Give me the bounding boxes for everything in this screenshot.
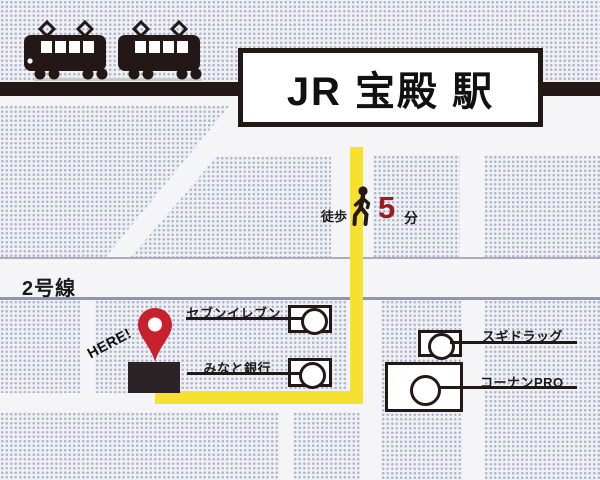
building-marker-circle — [299, 362, 326, 389]
city-block — [0, 412, 280, 480]
route2-road-label: 2号線 — [22, 278, 77, 300]
leader-line — [450, 341, 577, 344]
leader-line — [438, 386, 577, 389]
building-marker-circle — [428, 333, 455, 360]
map-pin-icon — [138, 308, 172, 362]
station-sign: JR 宝殿 駅 — [238, 48, 543, 127]
route2-road — [0, 257, 600, 300]
walk-minutes: 5 — [378, 190, 396, 225]
building-marker-circle — [301, 308, 328, 335]
landmark-label-sugi-drug: スギドラッグ — [482, 329, 564, 344]
building-marker-circle — [410, 375, 441, 406]
building-sugi-drug — [418, 330, 462, 360]
train-icon — [24, 19, 202, 81]
station-sign-label: JR 宝殿 駅 — [286, 69, 495, 114]
city-block — [484, 155, 600, 258]
leader-line — [187, 372, 300, 375]
destination-building — [128, 362, 180, 393]
city-block — [293, 412, 360, 480]
route-line-horizontal — [155, 391, 363, 404]
leader-line — [186, 317, 302, 320]
walk-unit: 分 — [404, 210, 418, 226]
city-block — [373, 155, 460, 258]
landmark-label-minato-bank: みなと銀行 — [203, 361, 271, 376]
city-block — [0, 300, 80, 393]
landmark-label-kohnan-pro: コーナンPRO — [480, 375, 564, 390]
landmark-label-seven-eleven: セブンイレブン — [186, 306, 281, 321]
city-block — [484, 300, 600, 480]
walker-icon — [352, 186, 371, 226]
walk-label: 徒歩 — [321, 209, 348, 224]
